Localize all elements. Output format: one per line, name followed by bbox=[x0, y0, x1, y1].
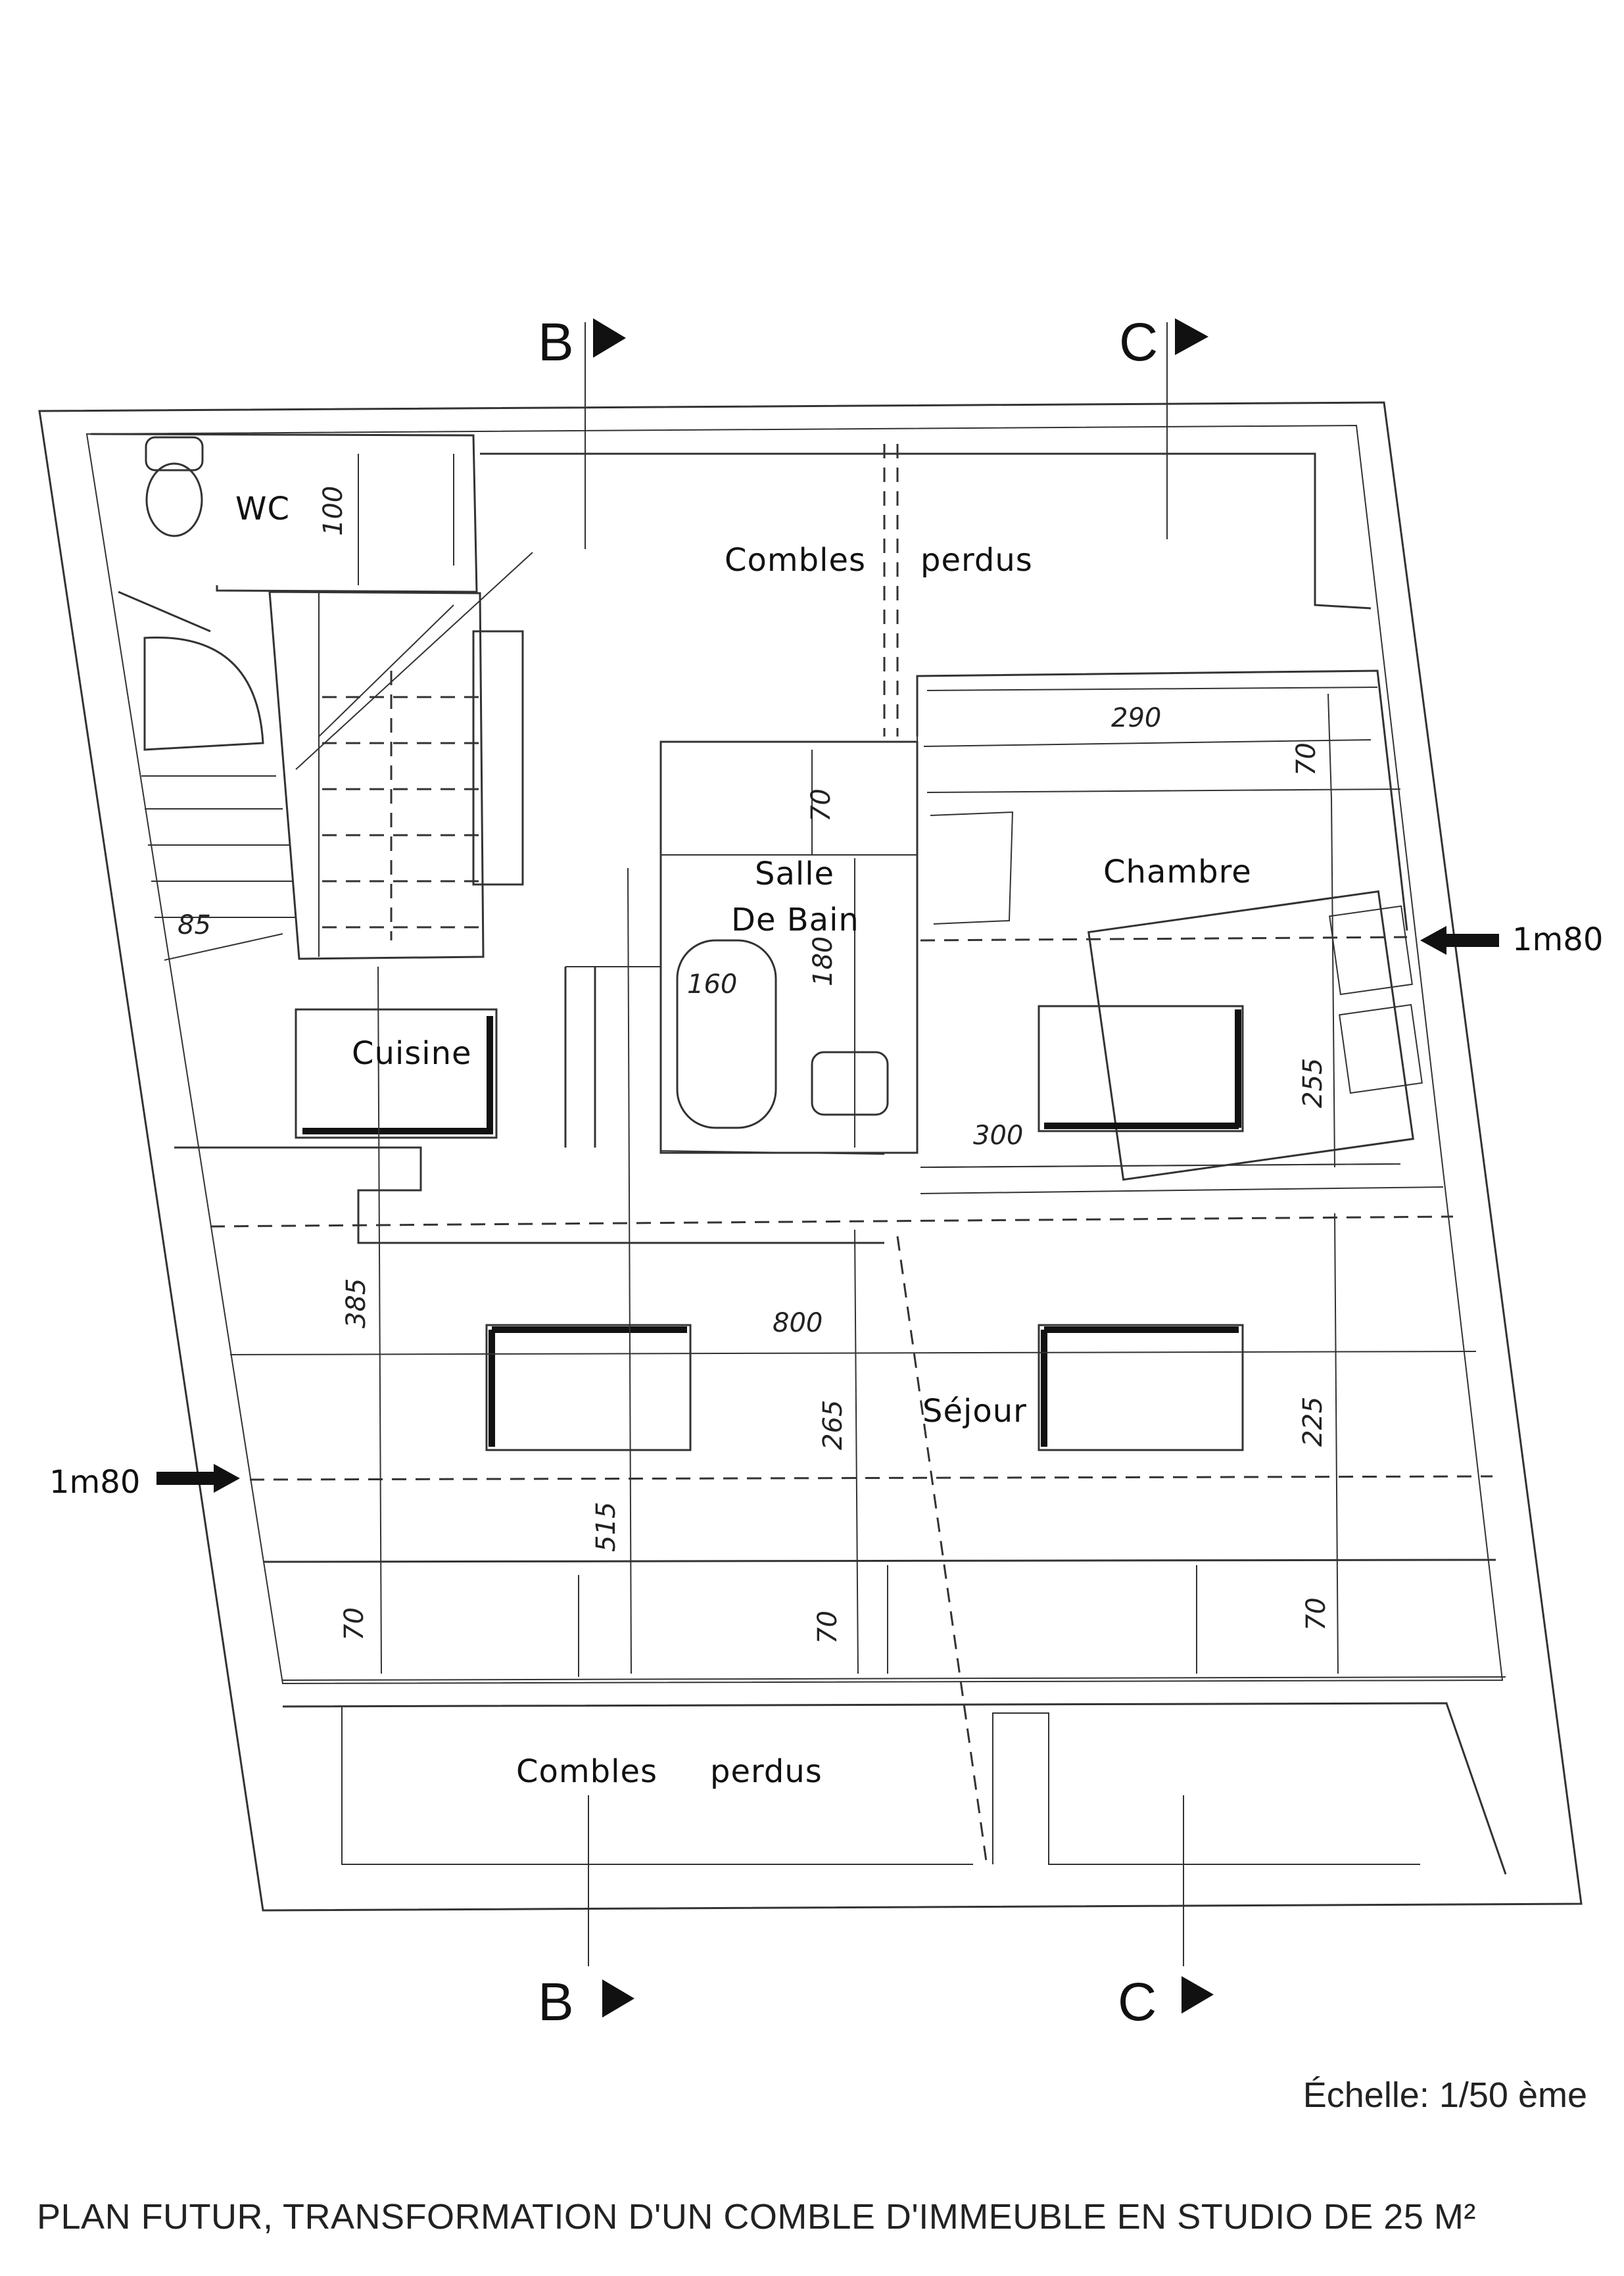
wc-room bbox=[90, 433, 478, 593]
cuisine-room bbox=[174, 966, 885, 1244]
arrow-right-icon bbox=[156, 1464, 240, 1493]
height-label-right: 1m80 bbox=[1512, 921, 1603, 958]
room-label-combles-top-2: perdus bbox=[920, 542, 1033, 579]
height-label-left: 1m80 bbox=[49, 1464, 140, 1501]
dim-100: 100 bbox=[318, 486, 348, 536]
staircase bbox=[141, 552, 533, 960]
dim-180: 180 bbox=[808, 936, 838, 986]
room-label-salle: Salle bbox=[755, 856, 834, 892]
room-label-combles-bottom: Combles bbox=[516, 1753, 657, 1790]
dim-225: 225 bbox=[1298, 1397, 1328, 1447]
room-label-de-bain: De Bain bbox=[731, 902, 859, 938]
combles-top-partition bbox=[480, 452, 1372, 610]
skylight-sejour-right bbox=[1038, 1324, 1244, 1451]
room-label-wc: WC bbox=[235, 491, 290, 527]
door-swing-icon bbox=[143, 636, 264, 751]
dim-70-bottom-right: 70 bbox=[1301, 1597, 1331, 1631]
skylight-sejour-left bbox=[485, 1324, 692, 1451]
sejour-room bbox=[210, 1163, 1506, 1862]
bed-outline bbox=[1087, 890, 1414, 1181]
section-flag-icon bbox=[602, 1979, 634, 2018]
height-line-right bbox=[920, 936, 1408, 942]
room-label-combles-top: Combles bbox=[725, 542, 866, 579]
salle-de-bain-room bbox=[659, 740, 919, 1154]
dim-70-bottom-left: 70 bbox=[339, 1607, 370, 1641]
scale-note: Échelle: 1/50 ème bbox=[1302, 2075, 1587, 2115]
door-leaf bbox=[118, 591, 211, 633]
dim-70-bath: 70 bbox=[806, 788, 836, 822]
room-label-chambre: Chambre bbox=[1103, 854, 1252, 890]
dim-290: 290 bbox=[1111, 703, 1161, 733]
dim-800: 800 bbox=[773, 1308, 823, 1338]
room-label-combles-bottom-2: perdus bbox=[710, 1753, 823, 1790]
section-flag-icon bbox=[593, 318, 626, 358]
section-label-b-top: B bbox=[538, 312, 574, 372]
dim-385: 385 bbox=[341, 1278, 371, 1328]
dimension-lines bbox=[164, 454, 1395, 1674]
dim-300: 300 bbox=[973, 1121, 1023, 1151]
room-label-sejour: Séjour bbox=[922, 1393, 1027, 1430]
section-line-c bbox=[1166, 322, 1184, 1966]
dim-515: 515 bbox=[591, 1502, 621, 1552]
plan-caption: PLAN FUTUR, TRANSFORMATION D'UN COMBLE D… bbox=[37, 2197, 1476, 2237]
chambre-room bbox=[916, 669, 1423, 1181]
dim-265: 265 bbox=[818, 1400, 848, 1450]
dim-160: 160 bbox=[687, 969, 737, 1000]
sink-icon bbox=[811, 1051, 889, 1116]
arrow-left-icon bbox=[1420, 926, 1499, 955]
outer-wall bbox=[38, 401, 1583, 1912]
bathtub-icon bbox=[676, 939, 777, 1129]
toilet-icon bbox=[145, 462, 203, 537]
section-label-c-bottom: C bbox=[1118, 1972, 1157, 2032]
dim-85: 85 bbox=[178, 910, 211, 940]
section-flag-icon bbox=[1182, 1976, 1214, 2014]
section-label-c-top: C bbox=[1119, 312, 1158, 372]
inner-wall bbox=[85, 424, 1504, 1685]
skylight-chambre bbox=[1038, 1005, 1244, 1132]
section-label-b-bottom: B bbox=[538, 1972, 574, 2032]
dim-255: 255 bbox=[1298, 1058, 1328, 1108]
section-flag-icon bbox=[1175, 318, 1208, 355]
dim-70-chambre: 70 bbox=[1291, 742, 1322, 776]
toilet-tank-icon bbox=[145, 436, 204, 472]
room-label-cuisine: Cuisine bbox=[352, 1035, 472, 1072]
dim-70-bottom-mid: 70 bbox=[813, 1610, 843, 1644]
section-line-b bbox=[585, 322, 589, 1966]
combles-bottom-partition bbox=[282, 1702, 1507, 1875]
